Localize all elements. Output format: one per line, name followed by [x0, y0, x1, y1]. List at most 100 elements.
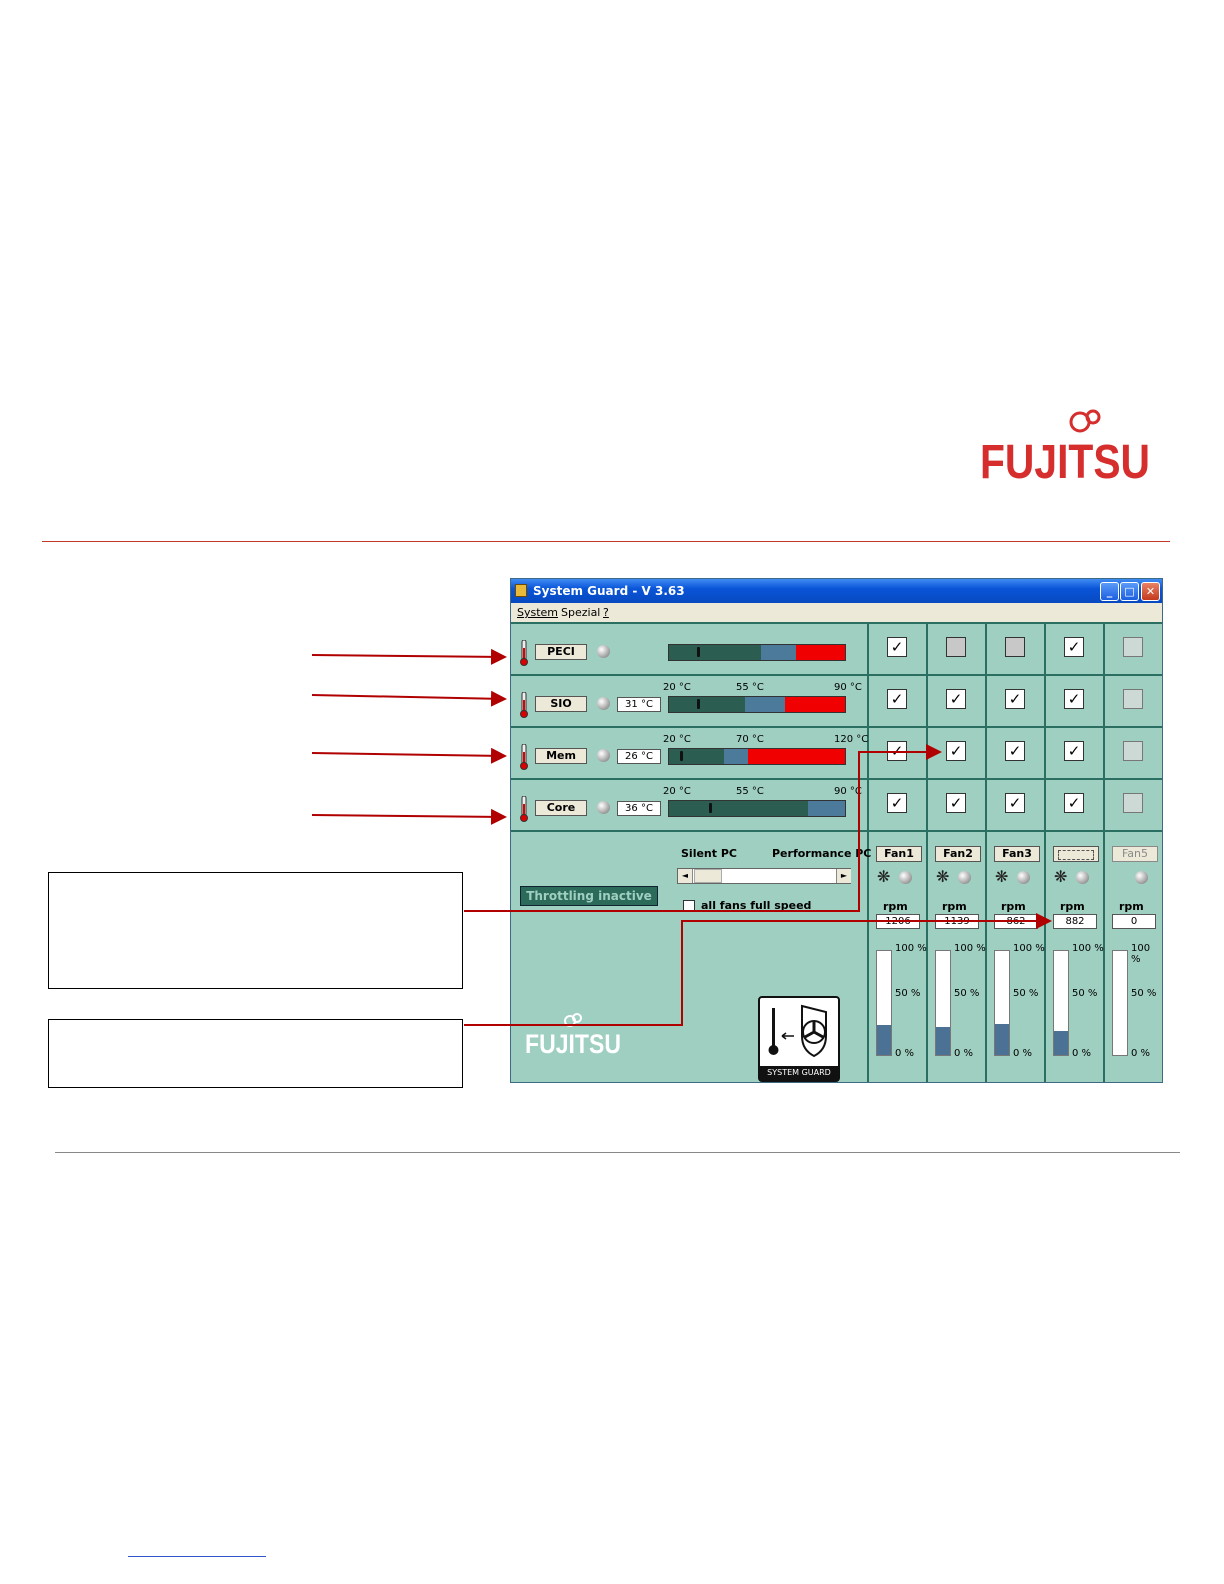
rpm-value: 0 — [1112, 914, 1156, 929]
assign-checkbox-4-2[interactable]: ✓ — [946, 793, 966, 813]
temperature-bar — [668, 644, 846, 661]
sensor-button-peci[interactable]: PECI — [535, 644, 587, 660]
pct-50-label: 50 % — [1131, 988, 1157, 999]
fan-button-5[interactable]: Fan5 — [1112, 846, 1158, 862]
fan-speed-bar — [876, 950, 892, 1056]
sensor-button-mem[interactable]: Mem — [535, 748, 587, 764]
arrow-core — [311, 808, 507, 825]
callout-box-2 — [48, 1019, 463, 1088]
thermometer-icon — [520, 744, 528, 770]
fan-button-4[interactable] — [1053, 846, 1099, 862]
temperature-marker[interactable] — [679, 751, 683, 761]
assign-checkbox-2-1[interactable]: ✓ — [887, 689, 907, 709]
slider-right-arrow[interactable]: ► — [836, 869, 851, 883]
close-icon[interactable]: ✕ — [1141, 582, 1160, 601]
temperature-marker[interactable] — [697, 647, 701, 657]
slider-thumb[interactable] — [694, 869, 722, 883]
pct-100-label: 100 % — [1072, 943, 1104, 954]
arrow-sio — [311, 690, 507, 707]
throttling-status: Throttling inactive — [520, 886, 658, 906]
app-icon — [515, 584, 527, 597]
slider-left-arrow[interactable]: ◄ — [678, 869, 693, 883]
assign-checkbox-3-4[interactable]: ✓ — [1064, 741, 1084, 761]
assign-checkbox-3-3[interactable]: ✓ — [1005, 741, 1025, 761]
grid-line-h — [511, 726, 1162, 728]
thermometer-fan-icon — [768, 1004, 827, 1058]
rpm-label: rpm — [883, 900, 908, 913]
bar-segment — [669, 645, 761, 660]
scale-label: 70 °C — [736, 734, 764, 745]
assign-checkbox-1-4[interactable]: ✓ — [1064, 637, 1084, 657]
pct-50-label: 50 % — [895, 988, 921, 999]
system-guard-badge: SYSTEM GUARD — [758, 996, 840, 1082]
fan-status-led — [958, 871, 971, 884]
bar-segment — [795, 645, 845, 660]
menu-spezial[interactable]: Spezial — [561, 606, 601, 619]
performance-pc-label: Performance PC — [772, 847, 872, 860]
sensor-button-sio[interactable]: SIO — [535, 696, 587, 712]
scale-label: 20 °C — [663, 734, 691, 745]
bar-segment — [669, 697, 745, 712]
assign-checkbox-1-3[interactable] — [1005, 637, 1025, 657]
assign-checkbox-4-3[interactable]: ✓ — [1005, 793, 1025, 813]
fan-status-led — [1076, 871, 1089, 884]
fan-icon: ❋ — [936, 867, 950, 886]
fan-speed-fill — [995, 1023, 1009, 1055]
sensor-status-led — [597, 697, 610, 710]
fan-button-2[interactable]: Fan2 — [935, 846, 981, 862]
grid-line-v — [985, 623, 987, 1082]
thermometer-icon — [520, 796, 528, 822]
bar-segment — [785, 697, 845, 712]
pct-0-label: 0 % — [895, 1048, 915, 1059]
rpm-label: rpm — [942, 900, 967, 913]
grid-line-h — [511, 622, 1162, 624]
fan-speed-bar — [994, 950, 1010, 1056]
sensor-status-led — [597, 749, 610, 762]
fan-status-led — [1017, 871, 1030, 884]
assign-checkbox-3-2[interactable]: ✓ — [946, 741, 966, 761]
title-bar[interactable]: System Guard - V 3.63 _ □ ✕ — [511, 579, 1162, 603]
window-logo-text: FUJITSU — [525, 1029, 621, 1059]
assign-checkbox-2-2[interactable]: ✓ — [946, 689, 966, 709]
sensor-temp-value: 26 °C — [617, 749, 661, 764]
all-fans-checkbox[interactable] — [683, 900, 695, 912]
menu-system[interactable]: System — [517, 606, 559, 619]
grid-line-h — [511, 830, 1162, 832]
grid-line-h — [511, 778, 1162, 780]
assign-checkbox-1-1[interactable]: ✓ — [887, 637, 907, 657]
bar-segment — [669, 749, 724, 764]
assign-checkbox-3-1[interactable]: ✓ — [887, 741, 907, 761]
pct-100-label: 100 % — [895, 943, 927, 954]
assign-checkbox-4-4[interactable]: ✓ — [1064, 793, 1084, 813]
fan-status-led — [899, 871, 912, 884]
fan-button-1[interactable]: Fan1 — [876, 846, 922, 862]
sensor-temp-value: 36 °C — [617, 801, 661, 816]
badge-caption: SYSTEM GUARD — [760, 1066, 838, 1080]
scale-label: 120 °C — [834, 734, 869, 745]
pct-100-label: 100 % — [1013, 943, 1045, 954]
assign-checkbox-3-5 — [1123, 741, 1143, 761]
rpm-label: rpm — [1001, 900, 1026, 913]
temperature-marker[interactable] — [697, 699, 701, 709]
fan-speed-bar — [1112, 950, 1128, 1056]
silent-pc-label: Silent PC — [681, 847, 737, 860]
sensor-button-core[interactable]: Core — [535, 800, 587, 816]
callout-box-1 — [48, 872, 463, 989]
assign-checkbox-1-2[interactable] — [946, 637, 966, 657]
assign-checkbox-2-4[interactable]: ✓ — [1064, 689, 1084, 709]
menu-help[interactable]: ? — [603, 606, 609, 619]
grid-line-h — [511, 674, 1162, 676]
pct-50-label: 50 % — [1013, 988, 1039, 999]
assign-checkbox-4-1[interactable]: ✓ — [887, 793, 907, 813]
bar-segment — [748, 749, 845, 764]
fan-mode-slider[interactable]: ◄ ► — [677, 868, 851, 884]
assign-checkbox-2-3[interactable]: ✓ — [1005, 689, 1025, 709]
minimize-icon[interactable]: _ — [1100, 582, 1119, 601]
fan-speed-bar — [1053, 950, 1069, 1056]
pct-50-label: 50 % — [954, 988, 980, 999]
footer-link-underline[interactable] — [128, 1556, 266, 1557]
pct-0-label: 0 % — [954, 1048, 974, 1059]
header-rule — [42, 541, 1170, 542]
maximize-icon[interactable]: □ — [1120, 582, 1139, 601]
fan-button-3[interactable]: Fan3 — [994, 846, 1040, 862]
